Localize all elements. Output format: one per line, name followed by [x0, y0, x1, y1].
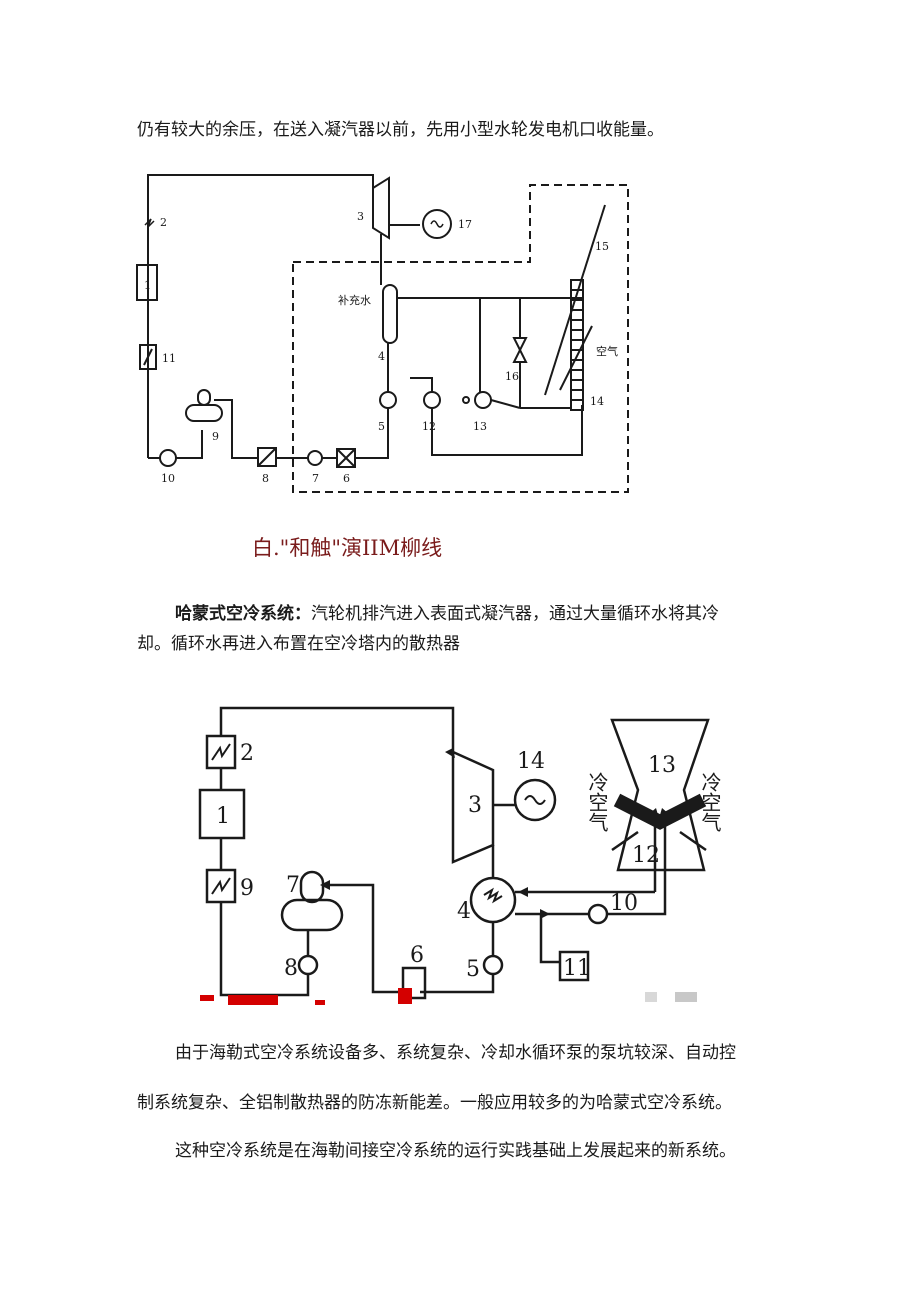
paragraph-3-line1: 由于海勒式空冷系统设备多、系统复杂、冷却水循环泵的泵坑较深、自动控 [175, 1043, 736, 1063]
d2-label-12: 12 [632, 843, 660, 868]
paragraph-3-line2: 制系统复杂、全铝制散热器的防冻新能差。一般应用较多的为哈蒙式空冷系统。 [137, 1093, 732, 1113]
d2-label-cold-air-right: 冷空气 [698, 772, 722, 832]
d1-label-4: 4 [378, 350, 385, 363]
d1-label-10: 10 [161, 472, 175, 485]
heller-paragraph-line1: 哈蒙式空冷系统：汽轮机排汽进入表面式凝汽器，通过大量循环水将其冷 [175, 602, 719, 626]
figure-caption: 白."和触"演IIM柳线 [252, 536, 443, 560]
d1-label-15: 15 [595, 240, 609, 253]
d2-label-13: 13 [648, 753, 676, 778]
d2-label-14: 14 [517, 749, 545, 774]
d1-label-8: 8 [262, 472, 269, 485]
d1-label-11: 11 [162, 352, 176, 365]
d1-label-water: 补充水 [338, 293, 371, 307]
d1-label-16: 16 [505, 370, 519, 383]
d2-label-4: 4 [457, 899, 471, 924]
diagram-indirect-air-cooling: 1 2 3 4 5 6 7 8 9 10 11 12 13 14 冷空气 冷空气 [198, 706, 722, 1005]
d1-label-12: 12 [422, 420, 436, 433]
d2-label-3: 3 [468, 793, 482, 818]
paragraph-4-line1: 这种空冷系统是在海勒间接空冷系统的运行实践基础上发展起来的新系统。 [175, 1141, 736, 1161]
d2-label-7: 7 [286, 873, 300, 898]
d2-label-9: 9 [240, 876, 254, 901]
d1-label-6: 6 [343, 472, 350, 485]
d2-label-10: 10 [610, 891, 638, 916]
d1-label-3: 3 [357, 210, 364, 223]
d1-label-air: 空气 [596, 344, 618, 358]
intro-paragraph: 仍有较大的余压，在送入凝汽器以前，先用小型水轮发电机口收能量。 [137, 120, 664, 140]
diagram-direct-air-cooling: 1 2 3 4 5 6 7 8 9 10 11 12 13 14 15 16 1… [136, 174, 629, 493]
heller-system-term: 哈蒙式空冷系统： [175, 604, 311, 624]
heller-paragraph-line2: 却。循环水再进入布置在空冷塔内的散热器 [137, 634, 460, 654]
d2-label-8: 8 [284, 956, 298, 981]
d2-label-5: 5 [466, 957, 480, 982]
d2-label-11: 11 [563, 956, 591, 981]
d1-label-9: 9 [212, 430, 219, 443]
d1-label-2: 2 [160, 216, 167, 229]
d1-label-5: 5 [378, 420, 385, 433]
d1-label-14: 14 [590, 395, 604, 408]
d1-label-13: 13 [473, 420, 487, 433]
d2-label-2: 2 [240, 741, 254, 766]
d2-label-cold-air-left: 冷空气 [585, 772, 609, 832]
d2-label-6: 6 [410, 943, 424, 968]
d1-label-1: 1 [144, 279, 151, 292]
d1-label-7: 7 [312, 472, 319, 485]
d1-label-17: 17 [458, 218, 472, 231]
heller-paragraph-text: 汽轮机排汽进入表面式凝汽器，通过大量循环水将其冷 [311, 604, 719, 624]
d2-label-1: 1 [216, 804, 230, 829]
